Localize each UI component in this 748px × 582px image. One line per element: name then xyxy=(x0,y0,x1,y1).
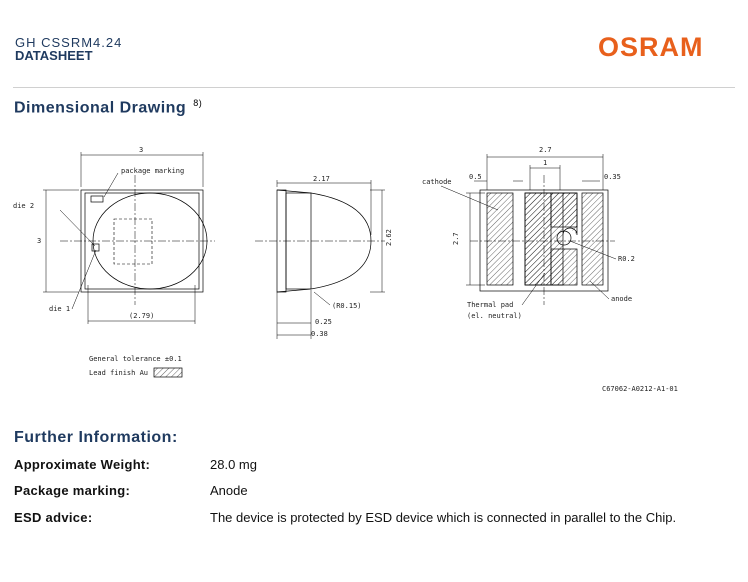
bottom-view-right-pad-label: 0.35 xyxy=(604,173,621,181)
top-view xyxy=(43,152,215,324)
cathode-label: cathode xyxy=(422,178,452,186)
bottom-view xyxy=(440,154,617,306)
lead-finish-swatch xyxy=(153,367,183,378)
section-title-further-information: Further Information: xyxy=(14,429,178,446)
section-title-dimensional-drawing: Dimensional Drawing 8) xyxy=(14,98,202,117)
side-view xyxy=(255,180,385,339)
lead-finish-note: Lead finish Au xyxy=(89,369,148,377)
side-view-length-label: 2.17 xyxy=(313,175,330,183)
side-view-dim2-label: 0.38 xyxy=(311,330,328,338)
side-view-height-label: 2.62 xyxy=(385,229,393,246)
info-label: ESD advice: xyxy=(14,510,93,525)
thermal-pad-label-2: (el. neutral) xyxy=(467,312,522,320)
header-doc-type: DATASHEET xyxy=(15,48,93,63)
bottom-view-height-label: 2.7 xyxy=(452,232,460,245)
bottom-view-width-label: 2.7 xyxy=(539,146,552,154)
side-view-radius-label: (R0.15) xyxy=(332,302,362,310)
header-product-code: GH CSSRM4.24 xyxy=(15,35,123,50)
top-view-height-label: 3 xyxy=(37,237,41,245)
section-title-text: Dimensional Drawing xyxy=(14,99,187,117)
bottom-view-left-pad-label: 0.5 xyxy=(469,173,482,181)
brand-logo: OSRAM xyxy=(598,32,704,62)
tolerance-note: General tolerance ±0.1 xyxy=(89,355,182,363)
side-view-dim1-label: 0.25 xyxy=(315,318,332,326)
dimensional-drawing: 3 3 package marking die 2 die 1 (2.79) 2… xyxy=(13,146,678,393)
die1-label: die 1 xyxy=(49,305,70,313)
info-label: Package marking: xyxy=(14,483,131,498)
thermal-pad-label-1: Thermal pad xyxy=(467,301,513,309)
anode-label: anode xyxy=(611,295,632,303)
info-value: Anode xyxy=(210,483,248,498)
die2-label: die 2 xyxy=(13,202,34,210)
bottom-view-radius-label: R0.2 xyxy=(618,255,635,263)
info-value: 28.0 mg xyxy=(210,457,257,472)
top-view-diameter-label: (2.79) xyxy=(129,312,154,320)
bottom-view-center-label: 1 xyxy=(543,159,547,167)
header-divider xyxy=(13,87,735,88)
drawing-number: C67062-A0212-A1-01 xyxy=(602,385,678,393)
info-label: Approximate Weight: xyxy=(14,457,151,472)
top-view-width-label: 3 xyxy=(139,146,143,154)
package-marking-label: package marking xyxy=(121,167,184,175)
footnote-marker: 8) xyxy=(193,98,203,108)
info-value: The device is protected by ESD device wh… xyxy=(210,510,677,525)
